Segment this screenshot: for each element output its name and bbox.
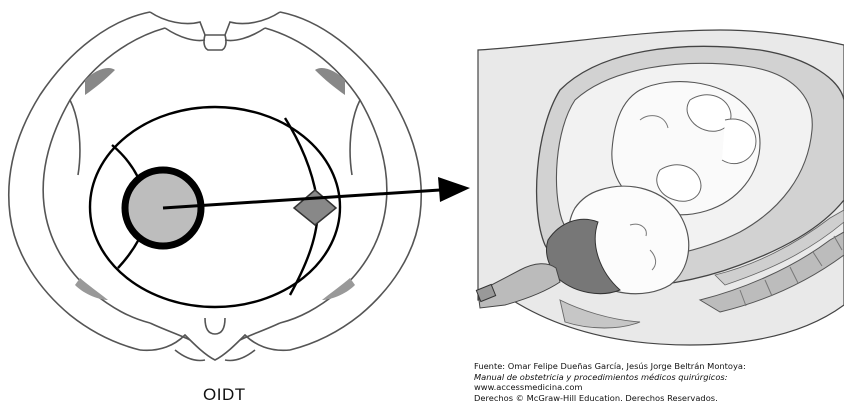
credit-rights: Derechos © McGraw-Hill Education. Derech… [474,393,844,404]
source-credit: Fuente: Omar Felipe Dueñas García, Jesús… [474,361,844,403]
ligament-left [75,278,108,300]
position-label: OIDT [203,385,246,405]
ischial-spine-right [315,68,345,95]
sagittal-illustration [476,30,844,345]
credit-book-title: Manual de obstetricia y procedimientos m… [474,372,844,383]
credit-source: Fuente: Omar Felipe Dueñas García, Jesús… [474,361,844,372]
arrowhead-icon [438,177,470,202]
ischial-spine-left [85,68,115,95]
pelvis-outline [9,12,422,361]
ligament-right [322,278,355,300]
credit-url[interactable]: www.accessmedicina.com [474,382,844,393]
anterior-fontanelle [294,190,336,225]
